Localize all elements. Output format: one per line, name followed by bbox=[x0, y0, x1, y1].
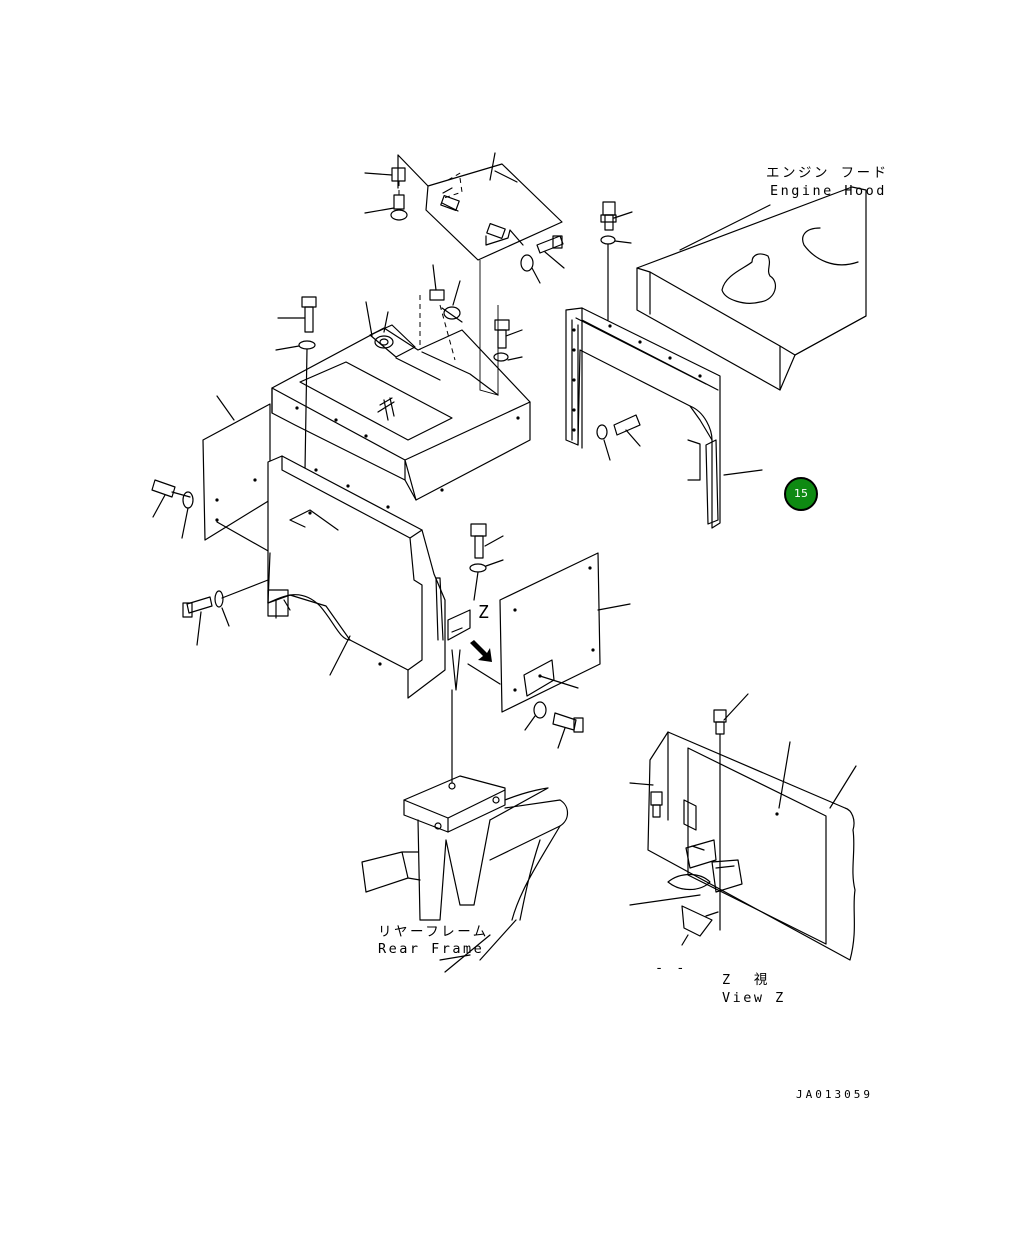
rear-frame-label-en: Rear Frame bbox=[378, 941, 485, 957]
dash-mark: - - bbox=[655, 960, 687, 976]
bolt-hood-left bbox=[275, 296, 523, 471]
view-z-label-jp: Z 視 bbox=[722, 972, 770, 988]
bolt-cover-right bbox=[485, 229, 565, 284]
bolt-body-left bbox=[182, 579, 269, 646]
right-access-panel bbox=[467, 552, 631, 749]
bolt-side-panel bbox=[469, 523, 504, 601]
label-leaders bbox=[439, 954, 471, 961]
engine-hood-label-en: Engine Hood bbox=[770, 183, 887, 199]
callout-15-badge[interactable]: 15 bbox=[784, 477, 818, 511]
hood-rivets bbox=[295, 406, 520, 492]
view-z-detail bbox=[629, 693, 857, 961]
view-z-label-en: View Z bbox=[722, 990, 786, 1006]
clip-parts-top-left bbox=[364, 167, 408, 221]
hood-frame bbox=[565, 201, 763, 529]
rear-frame-bracket bbox=[361, 689, 569, 973]
rear-body-housing bbox=[267, 455, 471, 699]
hood-top-panel bbox=[271, 260, 531, 501]
engine-hood-label-jp: エンジン フード bbox=[766, 165, 889, 181]
drawing-code: JA013059 bbox=[796, 1088, 873, 1101]
left-side-panel bbox=[151, 395, 271, 553]
z-marker-label: Z bbox=[478, 602, 492, 623]
z-view-arrow bbox=[470, 640, 492, 662]
engine-hood bbox=[636, 186, 867, 391]
top-cover-plate bbox=[397, 152, 563, 261]
rear-frame-label-jp: リヤーフレーム bbox=[378, 924, 489, 940]
